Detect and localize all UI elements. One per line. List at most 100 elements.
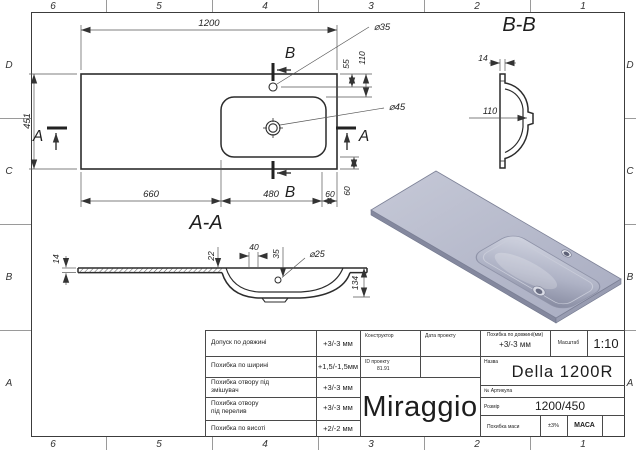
tb-border-left (205, 330, 207, 437)
dim-bb-depth: 110 (483, 106, 497, 116)
zone-col-bottom: 4 (262, 438, 268, 450)
dim-bb-thickness: 14 (478, 53, 488, 63)
section-bb-view: B-B 14 110 (469, 14, 536, 169)
zone-col-top: 3 (368, 0, 374, 12)
leader-overflow-dia (281, 257, 306, 278)
section-aa-bowl-outer (221, 272, 351, 299)
section-aa-slab (77, 267, 368, 274)
tolerance-value: +1,5/-1,5мм (317, 362, 359, 371)
zone-tick (318, 437, 319, 450)
render-faucet-hole (561, 249, 572, 258)
zone-tick (625, 224, 636, 225)
drawing-frame (31, 12, 625, 437)
size-value: 1200/450 (534, 399, 586, 413)
section-aa-bowl-inner (225, 267, 344, 293)
tolerance-label: Допуск по довжині (211, 339, 267, 346)
tb-line (205, 397, 360, 398)
plan-basin-outline (220, 96, 327, 158)
constructor-label: Конструктор (365, 333, 394, 339)
tb-border-top (205, 330, 625, 332)
dim-aa-hole-offset: 35 (271, 249, 281, 259)
tb-line (316, 330, 317, 437)
zone-tick (212, 437, 213, 450)
tb-line (420, 330, 421, 377)
section-a-letter: A (358, 128, 369, 145)
section-aa-title: A-A (188, 212, 222, 234)
zone-col-bottom: 5 (156, 438, 162, 450)
tb-line (567, 415, 568, 437)
tb-line (480, 397, 625, 398)
zone-col-top: 4 (262, 0, 268, 12)
section-bb-inner-wall (504, 88, 524, 154)
dim-faucet-dia: ⌀35 (374, 22, 391, 33)
length-tol-value: +3/-3 мм (499, 340, 531, 349)
tolerance-value: +3/-3 мм (323, 383, 353, 392)
zone-col-top: 2 (474, 0, 480, 12)
render-basin (475, 235, 601, 309)
zone-col-top: 5 (156, 0, 162, 12)
zone-row-right: D (626, 59, 634, 71)
dim-aa-rim-depth: 22 (206, 251, 216, 262)
zone-tick (106, 437, 107, 450)
mass-tol-label: Похибка маси (487, 424, 520, 430)
zone-col-bottom: 2 (474, 438, 480, 450)
plan-view (80, 73, 338, 170)
zone-col-bottom: 1 (580, 438, 586, 450)
dim-length: 1200 (198, 18, 220, 29)
tb-line (540, 415, 541, 437)
dim-aa-bowl-height: 134 (350, 276, 360, 290)
tb-line (602, 415, 603, 437)
tolerance-label: Похибка по висоті (211, 425, 266, 432)
tolerance-label: під перелив (211, 408, 247, 415)
zone-row-left: C (5, 165, 13, 177)
zone-tick (212, 0, 213, 12)
scale-value: 1:10 (593, 336, 619, 351)
section-aa-overflow-hole (274, 276, 282, 284)
zone-col-bottom: 6 (50, 438, 56, 450)
length-tol-label: Похибка по довжині(мм) (486, 332, 544, 338)
article-label: № Артикула (484, 388, 513, 394)
render-drain-hole (532, 285, 546, 297)
zone-row-left: D (5, 59, 13, 71)
tb-line (480, 415, 625, 416)
name-label: Назва (484, 359, 499, 365)
plan-dimension-texts: 1200 451 660 480 60 60 55 110 ⌀35 ⌀45 A … (22, 18, 406, 201)
leader-drain-dia (279, 107, 385, 126)
zone-tick (625, 118, 636, 119)
tb-line (550, 330, 551, 356)
zone-tick (625, 330, 636, 331)
tolerance-label: Похибка отвору (211, 400, 259, 407)
tolerance-value: +3/-3 мм (323, 339, 353, 348)
section-aa-dimensions (62, 247, 370, 298)
section-a-letter: A (32, 128, 43, 145)
leader-faucet-dia (276, 26, 370, 85)
tolerance-value: +3/-3 мм (323, 403, 353, 412)
tolerance-label: Похибка отвору під (211, 379, 270, 386)
section-bb-title: B-B (502, 14, 535, 36)
tolerance-label: Похибка по ширині (211, 362, 269, 369)
dim-basin-to-edge: 60 (342, 186, 352, 196)
brand-logo: Miraggio (362, 390, 478, 423)
dim-basin-offset: 110 (357, 51, 367, 65)
tb-line (205, 356, 625, 357)
zone-row-right: C (626, 165, 634, 177)
zone-tick (424, 0, 425, 12)
section-bb-dimensions (469, 59, 527, 122)
zone-tick (106, 0, 107, 12)
section-b-letter: B (285, 45, 295, 62)
scale-label: Масштаб (557, 340, 580, 346)
tb-line (480, 385, 625, 386)
render-3d (370, 170, 622, 324)
tb-line (480, 330, 481, 437)
tolerance-label: змішувач (211, 387, 239, 394)
date-label: Дата проекту (425, 333, 456, 339)
project-id-value: 81.91 (377, 366, 390, 372)
dim-aa-overflow-dia: ⌀25 (309, 249, 325, 259)
tb-line (205, 420, 360, 421)
zone-col-bottom: 3 (368, 438, 374, 450)
plan-drain-hole (263, 118, 283, 138)
plan-countertop-outline (80, 73, 338, 170)
dim-seg-left: 660 (143, 189, 160, 200)
dim-drain-dia: ⌀45 (389, 102, 406, 113)
